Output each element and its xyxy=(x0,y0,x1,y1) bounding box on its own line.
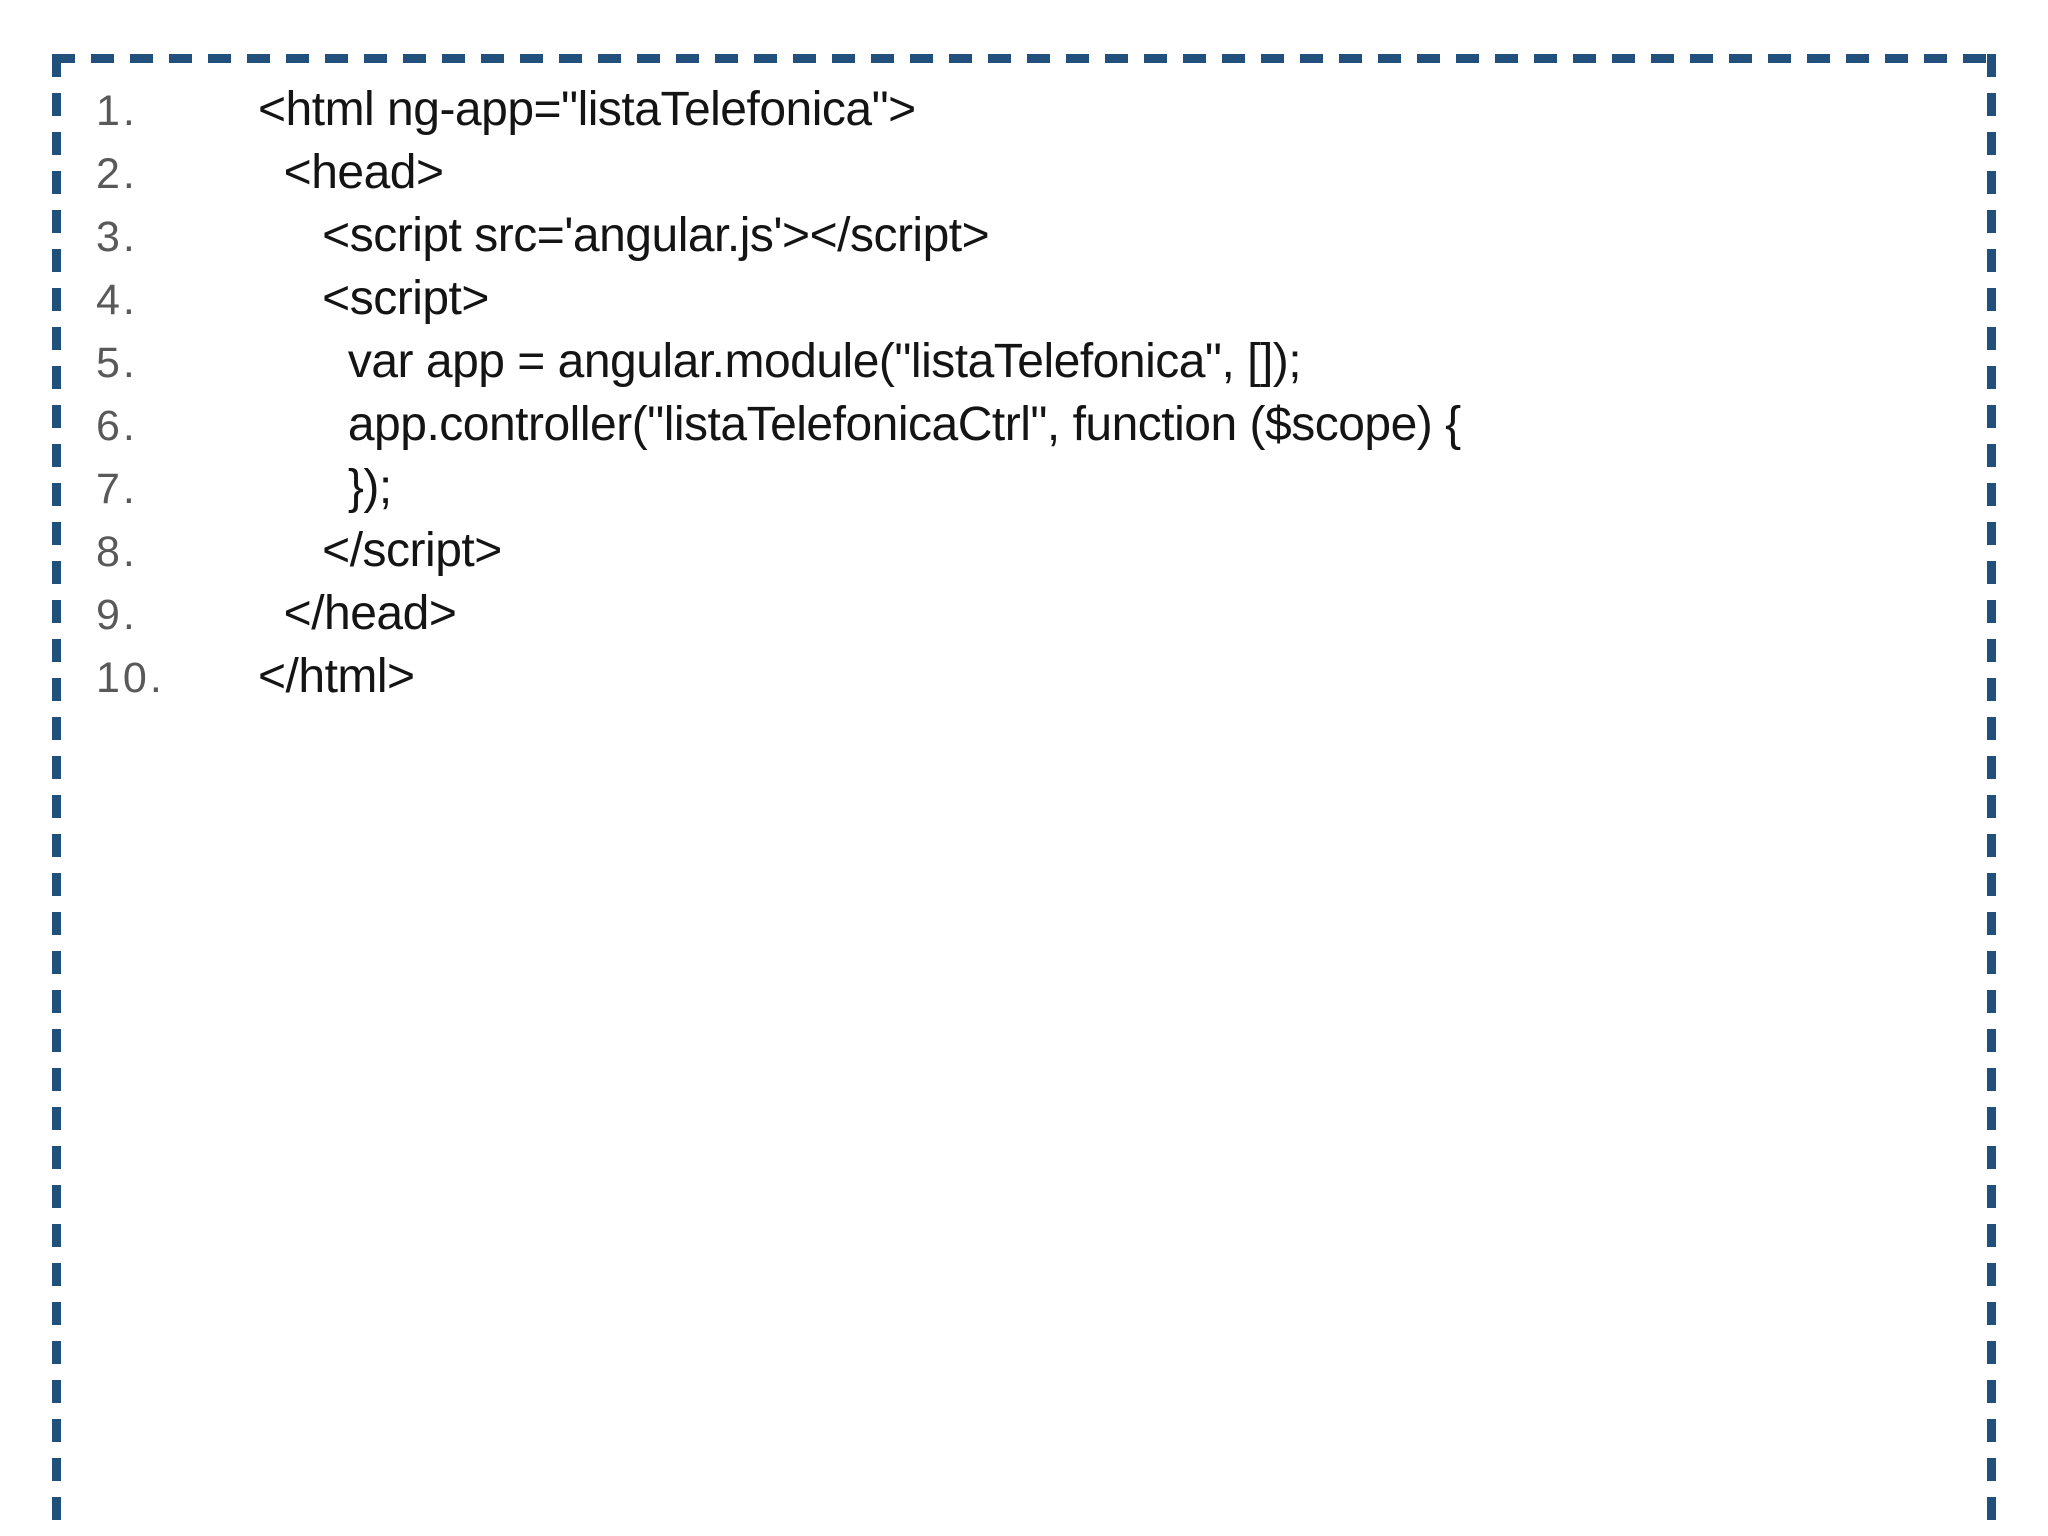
line-number: 1. xyxy=(96,87,138,135)
code-line-8: 8. </script> xyxy=(96,519,1968,582)
line-code: }); xyxy=(258,461,392,514)
line-code: var app = angular.module("listaTelefonic… xyxy=(258,335,1302,388)
code-line-4: 4. <script> xyxy=(96,267,1968,330)
dashed-border-left xyxy=(52,54,61,1536)
code-line-9: 9. </head> xyxy=(96,582,1968,645)
code-line-7: 7. }); xyxy=(96,456,1968,519)
line-code: <html ng-app="listaTelefonica"> xyxy=(258,83,916,136)
code-listing: 1. <html ng-app="listaTelefonica"> 2. <h… xyxy=(96,78,1968,708)
code-line-3: 3. <script src='angular.js'></script> xyxy=(96,204,1968,267)
line-number: 8. xyxy=(96,528,138,576)
code-line-10: 10. </html> xyxy=(96,645,1968,708)
line-number: 6. xyxy=(96,402,138,450)
line-code: </html> xyxy=(258,650,415,703)
line-code: </head> xyxy=(258,587,457,640)
line-code: <script src='angular.js'></script> xyxy=(258,209,990,262)
dashed-border-right xyxy=(1987,54,1996,1536)
line-code: app.controller("listaTelefonicaCtrl", fu… xyxy=(258,398,1461,451)
line-number: 2. xyxy=(96,150,138,198)
line-number: 4. xyxy=(96,276,138,324)
line-number: 10. xyxy=(96,654,165,702)
line-code: </script> xyxy=(258,524,502,577)
line-number: 9. xyxy=(96,591,138,639)
code-line-1: 1. <html ng-app="listaTelefonica"> xyxy=(96,78,1968,141)
code-line-5: 5. var app = angular.module("listaTelefo… xyxy=(96,330,1968,393)
line-code: <head> xyxy=(258,146,444,199)
line-number: 3. xyxy=(96,213,138,261)
code-line-2: 2. <head> xyxy=(96,141,1968,204)
dashed-border-top xyxy=(52,54,1996,63)
line-number: 7. xyxy=(96,465,138,513)
code-line-6: 6. app.controller("listaTelefonicaCtrl",… xyxy=(96,393,1968,456)
line-code: <script> xyxy=(258,272,489,325)
line-number: 5. xyxy=(96,339,138,387)
